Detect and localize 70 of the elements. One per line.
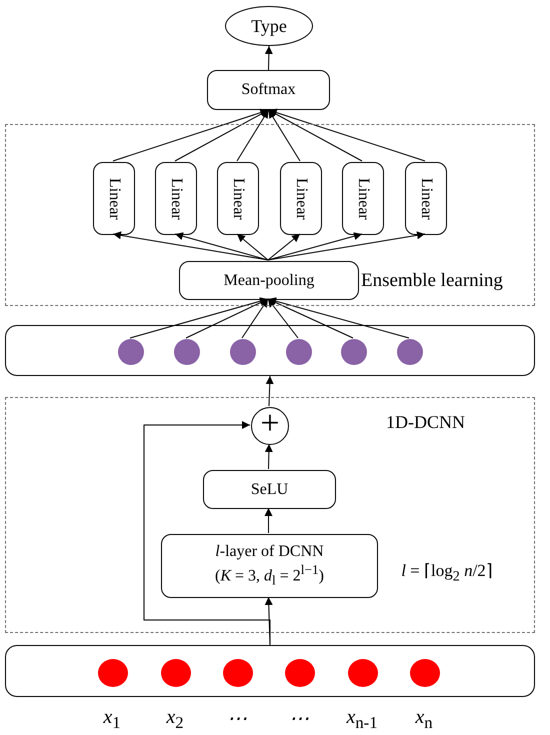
dashed-group-box <box>5 124 535 306</box>
arrow <box>268 231 426 260</box>
arrow <box>242 298 268 338</box>
neuron-circle <box>230 339 256 365</box>
arrow <box>268 234 300 260</box>
group-title: 1D-DCNN <box>386 411 465 434</box>
neuron-circle <box>397 339 423 365</box>
arrow <box>236 110 269 162</box>
layer-band <box>5 645 535 697</box>
neuron-circle <box>174 339 200 365</box>
input-label: x$_{2}$ <box>166 706 184 733</box>
arrow <box>268 297 410 338</box>
process-box <box>203 470 336 509</box>
neuron-circle <box>410 659 440 687</box>
node-label: Type <box>251 14 287 38</box>
input-label: x$_{n}$ <box>415 706 433 733</box>
node-label: Linear <box>292 178 311 220</box>
process-box <box>342 162 384 235</box>
process-box <box>207 70 330 110</box>
node-label: Linear <box>229 178 248 220</box>
arrow <box>112 231 268 260</box>
process-box <box>405 162 447 235</box>
node-label: l-layer of DCNN <box>215 542 324 562</box>
arrow <box>268 232 362 260</box>
node-label: Linear <box>167 178 186 220</box>
node-label: Mean-pooling <box>224 270 314 290</box>
process-box <box>217 162 259 235</box>
input-label: ⋯ <box>289 707 309 731</box>
node-label: (K = 3, d$_{l}$ = 2$^{l−1}$) <box>215 562 324 590</box>
neuron-circle <box>161 659 191 687</box>
input-label: x$_{n-1}$ <box>346 706 378 733</box>
process-box <box>93 162 135 235</box>
arrow <box>130 297 268 338</box>
neuron-circle <box>341 339 367 365</box>
arrow <box>264 508 272 534</box>
dashed-group-box <box>5 397 535 633</box>
neuron-circle <box>348 659 378 687</box>
node-label: Softmax <box>241 80 296 100</box>
arrow <box>268 298 298 338</box>
arrow <box>186 298 268 338</box>
arrow <box>264 444 273 470</box>
process-box <box>155 162 197 235</box>
node-label: Linear <box>105 178 124 220</box>
arrow <box>266 376 274 406</box>
neuron-circle <box>118 339 144 365</box>
output-ellipse <box>225 6 313 46</box>
plus-sign: + <box>260 407 280 441</box>
arrow <box>264 46 273 70</box>
arrow <box>144 421 270 646</box>
process-box <box>179 261 359 300</box>
node-label: Linear <box>417 178 436 220</box>
neuron-circle <box>98 659 128 687</box>
arrow <box>268 108 426 162</box>
formula-label: l = ⌈log$_{2}$ n/2⌉ <box>401 560 493 586</box>
arrow <box>236 234 268 260</box>
neuron-circle <box>223 659 253 687</box>
neuron-circle <box>286 339 312 365</box>
input-label: ⋯ <box>227 707 247 731</box>
node-label: Linear <box>354 178 373 220</box>
layer-band <box>5 325 535 376</box>
arrow <box>174 232 268 260</box>
arrow <box>268 298 354 338</box>
input-label: x$_{1}$ <box>103 706 121 733</box>
process-box <box>161 534 378 598</box>
neuron-circle <box>285 659 315 687</box>
arrow <box>268 110 300 162</box>
sum-circle <box>251 407 289 445</box>
process-box <box>280 162 322 235</box>
group-title: Ensemble learning <box>361 269 503 293</box>
node-label: SeLU <box>250 480 288 500</box>
